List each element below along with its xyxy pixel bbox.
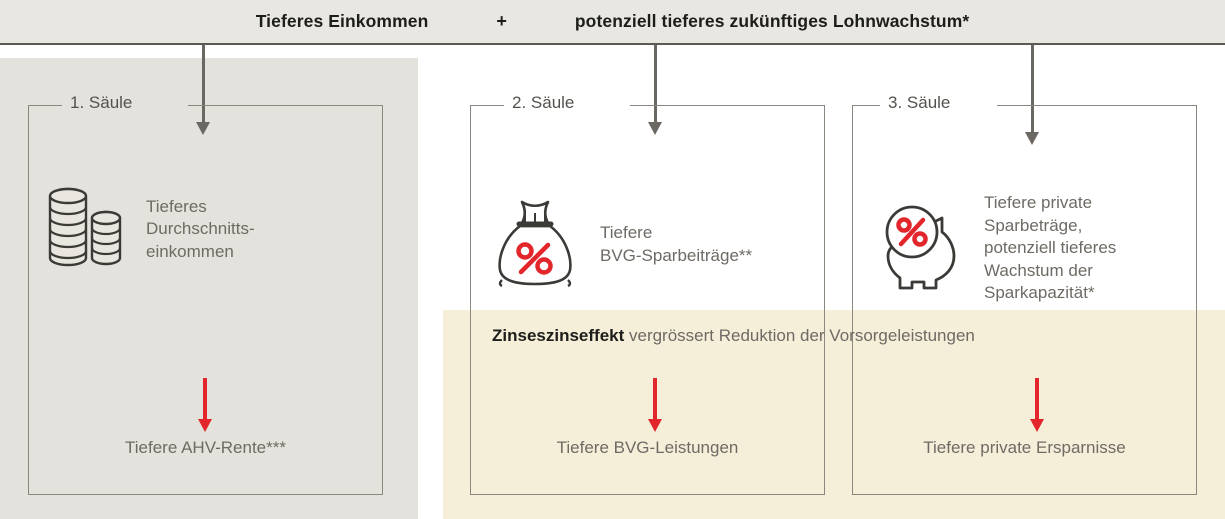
- header-right-text: potenziell tieferes zukünftiges Lohnwach…: [574, 11, 970, 31]
- header-band: Tieferes Einkommen + potenziell tieferes…: [0, 0, 1225, 45]
- header-arrow-to-pillar-3-icon: [1025, 45, 1039, 145]
- pillar-1-content-row: Tieferes Durchschnitts- einkommen: [42, 178, 255, 281]
- pillar-2-label: 2. Säule: [512, 93, 575, 112]
- compound-interest-bold-lead: Zinseszinseffekt: [492, 326, 625, 345]
- pillar-1-frame: [28, 105, 383, 495]
- money-bag-percent-icon: [492, 196, 578, 293]
- pillar-3-content-row: Tiefere private Sparbeträge, potenziell …: [872, 192, 1116, 305]
- pillar-2-red-arrow-icon: [648, 378, 662, 433]
- pillar-1-top-right-rule: [188, 105, 383, 106]
- coin-stacks-icon: [42, 178, 124, 281]
- pillar-2-frame: [470, 105, 825, 495]
- pillar-1-top-left-rule: [28, 105, 62, 106]
- pillar-1-red-arrow-icon: [198, 378, 212, 433]
- pillar-1-group: 1. Säule: [28, 93, 383, 495]
- header-left-text: Tieferes Einkommen: [255, 11, 429, 31]
- pillar-3-frame: [852, 105, 1197, 495]
- pillar-3-body-text: Tiefere private Sparbeträge, potenziell …: [984, 193, 1117, 302]
- pillar-3-group: 3. Säule: [852, 93, 1197, 495]
- pillar-1-outcome-label: Tiefere AHV-Rente***: [125, 438, 286, 457]
- pillar-1-body-text: Tieferes Durchschnitts- einkommen: [146, 196, 255, 261]
- header-row: Tieferes Einkommen + potenziell tieferes…: [0, 0, 1225, 43]
- pillar-2-top-left-rule: [470, 105, 504, 106]
- pillar-3-outcome-label: Tiefere private Ersparnisse: [923, 438, 1126, 457]
- header-arrow-to-pillar-2-icon: [648, 45, 662, 135]
- pillar-2-outcome-label: Tiefere BVG-Leistungen: [556, 438, 739, 457]
- pillar-1-label: 1. Säule: [70, 93, 133, 112]
- pillar-2-body-text: Tiefere BVG-Sparbeiträge**: [600, 223, 753, 265]
- header-plus-operator: +: [496, 11, 507, 31]
- compound-interest-banner-text: Zinseszinseffekt vergrössert Reduktion d…: [492, 326, 975, 346]
- pillar-3-red-arrow-icon: [1030, 378, 1044, 433]
- pillar-2-group: 2. Säule: [470, 93, 825, 495]
- pillar-3-label: 3. Säule: [888, 93, 951, 112]
- pillar-2-top-right-rule: [630, 105, 825, 106]
- compound-interest-background-panel: [443, 310, 1225, 519]
- pillar-2-content-row: Tiefere BVG-Sparbeiträge**: [492, 196, 752, 293]
- compound-interest-rest-text: vergrössert Reduktion der Vorsorgeleistu…: [624, 326, 975, 345]
- header-arrow-to-pillar-1-icon: [196, 45, 210, 135]
- pillar-3-top-right-rule: [997, 105, 1197, 106]
- piggy-bank-percent-icon: [872, 198, 964, 299]
- pillar-3-top-left-rule: [852, 105, 880, 106]
